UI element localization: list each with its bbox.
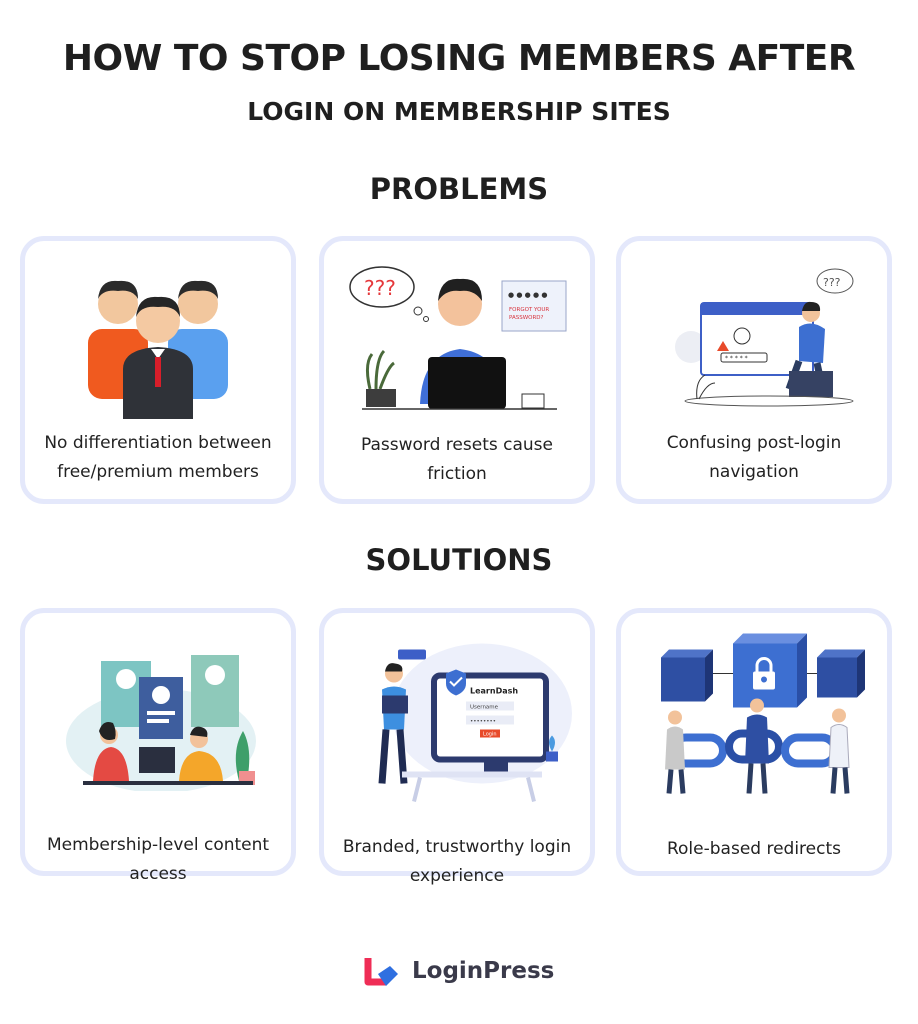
solution-card-1: Membership-level content access	[20, 608, 296, 884]
solution-card-2: LearnDash Username •••••••• Login Brande…	[319, 608, 595, 886]
loginpress-logo-icon	[364, 958, 398, 986]
login-button-mock: Login	[483, 732, 497, 738]
password-field: ••••••••	[470, 719, 496, 725]
problem-card-2: ??? ● ● ● ● ● FORGOT YOUR PASSWORD? Pass…	[319, 236, 595, 504]
solution-2-label-2: experience	[409, 866, 505, 886]
username-field: Username	[470, 705, 499, 711]
question-marks: ???	[364, 276, 396, 300]
main-subtitle: LOGIN ON MEMBERSHIP SITES	[247, 97, 671, 126]
password-reset-illustration: ??? ● ● ● ● ● FORGOT YOUR PASSWORD?	[349, 266, 567, 410]
problem-2-label: Password resets cause	[361, 435, 553, 455]
question-marks-2: ???	[823, 276, 841, 289]
solution-card-3: Role-based redirects	[616, 608, 892, 876]
svg-text:* * * * *: * * * * *	[725, 355, 748, 362]
solutions-heading: SOLUTIONS	[365, 543, 553, 577]
branded-login-illustration: LearnDash Username •••••••• Login	[378, 643, 572, 802]
solution-2-label: Branded, trustworthy login	[342, 837, 572, 857]
problem-card-1: No differentiation between free/premium …	[20, 236, 296, 504]
solution-1-label-2: access	[129, 864, 187, 884]
problem-card-3: * * * * * ??? Confusing post-login navig…	[616, 236, 892, 504]
problem-2-label-2: friction	[427, 464, 487, 484]
membership-cards-illustration	[66, 655, 256, 791]
forgot-text-2: PASSWORD?	[509, 315, 544, 321]
forgot-text-1: FORGOT YOUR	[509, 307, 549, 313]
problem-1-label-2: free/premium members	[57, 462, 259, 482]
svg-text:● ● ● ● ●: ● ● ● ● ●	[508, 291, 547, 299]
team-members-illustration	[88, 280, 228, 419]
solution-3-label: Role-based redirects	[666, 839, 842, 859]
problem-1-label: No differentiation between	[44, 433, 272, 453]
brand-name: LearnDash	[470, 687, 518, 696]
solution-1-label: Membership-level content	[46, 835, 270, 855]
problems-heading: PROBLEMS	[369, 172, 549, 206]
main-title: HOW TO STOP LOSING MEMBERS AFTER	[62, 38, 856, 79]
problem-3-label-2: navigation	[709, 462, 799, 482]
brand-name-footer: LoginPress	[412, 958, 555, 984]
confused-user-illustration: * * * * * ???	[675, 268, 854, 407]
chain-blocks-illustration	[661, 633, 865, 794]
problem-3-label: Confusing post-login	[666, 433, 842, 453]
